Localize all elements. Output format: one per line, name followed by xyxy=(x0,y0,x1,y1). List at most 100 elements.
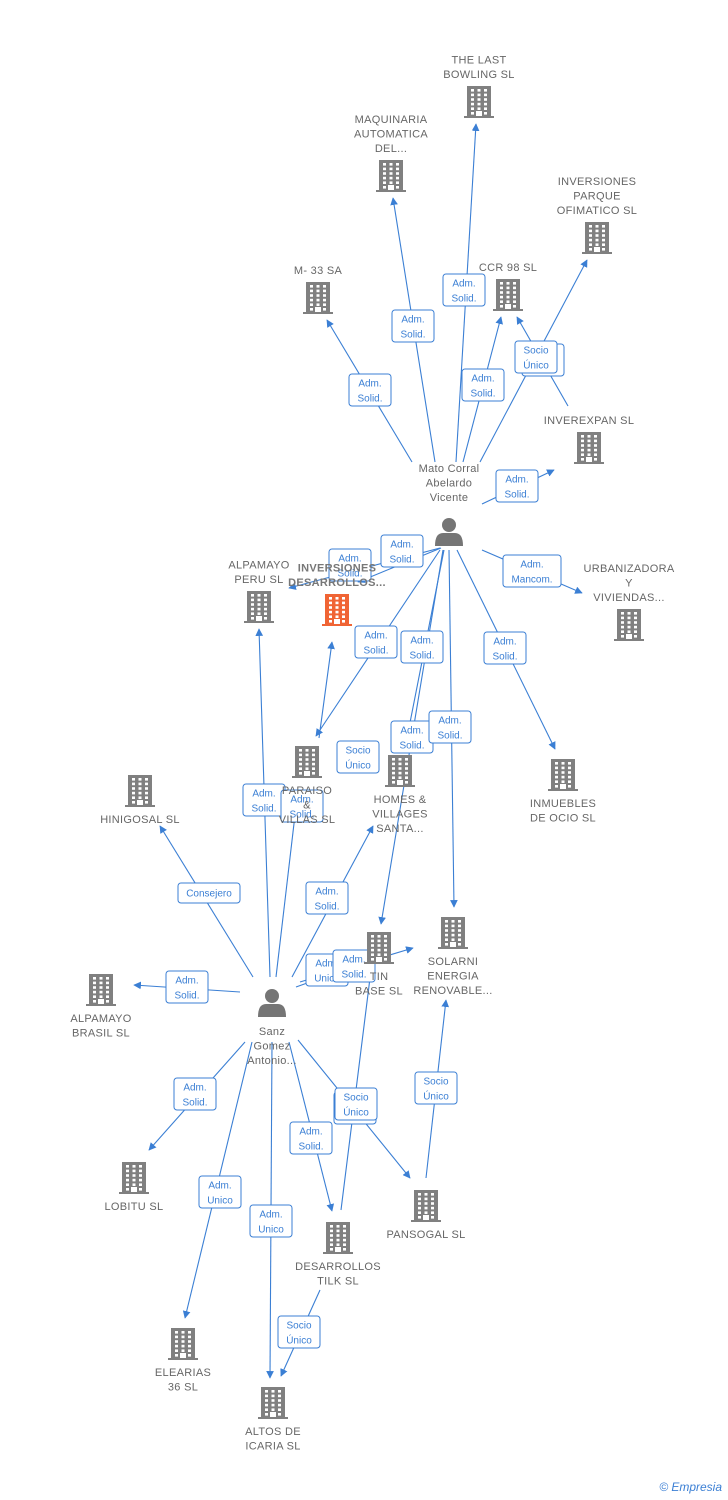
node-pansogal[interactable]: PANSOGAL SL xyxy=(386,1190,465,1241)
edge-label-mato-to-solarni[interactable]: Adm.Solid. xyxy=(428,710,472,744)
building-icon xyxy=(292,746,322,778)
node-homes[interactable]: HOMES &VILLAGESSANTA... xyxy=(372,755,428,835)
edge-label-mato-to-paraiso[interactable]: Adm.Solid. xyxy=(354,625,398,659)
node-inv_desarrollos[interactable]: INVERSIONESDESARROLLOS... xyxy=(288,563,386,627)
edge-label-sanz-to-desarrollos_tilk[interactable]: Adm.Solid. xyxy=(289,1121,333,1155)
edge-label-mato-to-tin_base[interactable]: Adm.Solid. xyxy=(390,720,434,754)
node-inverexpan[interactable]: INVEREXPAN SL xyxy=(544,415,635,464)
edge-label-sanz-to-altos_icaria[interactable]: Adm. Unico xyxy=(249,1204,293,1238)
edge-label-mato-to-last_bowling[interactable]: Adm.Solid. xyxy=(442,273,486,307)
node-label: SOLARNI xyxy=(428,956,478,968)
edge-label-text: Unico xyxy=(258,1225,284,1236)
node-label: OFIMATICO SL xyxy=(557,205,637,217)
edge-label-text: Adm. xyxy=(259,1210,282,1221)
node-label: BOWLING SL xyxy=(443,69,514,81)
edge-label-text: Socio xyxy=(343,1093,368,1104)
edge-label-mato-to-homes[interactable]: Adm.Solid. xyxy=(400,630,444,664)
edge-label-text: Solid. xyxy=(289,810,314,821)
node-urbanizadora[interactable]: URBANIZADORAYVIVIENDAS... xyxy=(584,563,675,641)
edge-label-mato-to-alpamayo_peru[interactable]: Adm.Solid. xyxy=(328,548,372,582)
building-icon xyxy=(303,282,333,314)
node-label: THE LAST xyxy=(452,55,507,67)
edge-label-text: Solid. xyxy=(251,804,276,815)
edge-label-box xyxy=(280,789,324,823)
edge-label-box xyxy=(348,373,392,407)
edge-label-mato-to-inverexpan[interactable]: Adm.Solid. xyxy=(495,469,539,503)
node-label: CCR 98 SL xyxy=(479,262,537,274)
edge-label-sanz-to-alpamayo_brasil[interactable]: Adm.Solid. xyxy=(165,970,209,1004)
edge-label-mato-to-maquinaria[interactable]: Adm.Solid. xyxy=(391,309,435,343)
edge-label-text: Solid. xyxy=(400,330,425,341)
edge-label-sanz-to-solarni[interactable]: Adm.Solid. xyxy=(332,949,376,983)
edge-label-box xyxy=(165,970,209,1004)
node-label: AUTOMATICA xyxy=(354,129,428,141)
edge-label-box xyxy=(305,881,349,915)
edge-label-box xyxy=(336,740,380,774)
edge-label-text: Solid. xyxy=(337,569,362,580)
edge-label-box xyxy=(400,630,444,664)
node-sanz[interactable]: SanzGomezAntonio... xyxy=(247,989,296,1067)
node-label: ALTOS DE xyxy=(245,1426,301,1438)
node-label: RENOVABLE... xyxy=(413,985,492,997)
building-icon xyxy=(244,591,274,623)
building-icon xyxy=(364,932,394,964)
node-hinigosal[interactable]: HINIGOSAL SL xyxy=(100,775,180,826)
node-m33[interactable]: M- 33 SA xyxy=(294,265,343,314)
node-label: TILK SL xyxy=(317,1276,359,1288)
node-lobitu[interactable]: LOBITU SL xyxy=(105,1162,164,1213)
edge-label-box xyxy=(173,1077,217,1111)
node-paraiso[interactable]: PARAISO&VILLAS SL xyxy=(279,746,336,826)
edge-label-sanz-to-paraiso[interactable]: Adm. Solid. xyxy=(280,789,324,823)
building-icon xyxy=(323,1222,353,1254)
edge-label-text: Adm. xyxy=(358,379,381,390)
edge-label-text: Solid. xyxy=(470,389,495,400)
edge-label-sanz-to-alpamayo_peru[interactable]: Adm.Solid. xyxy=(242,783,286,817)
edge-label-sanz-to-lobitu[interactable]: Adm.Solid. xyxy=(173,1077,217,1111)
edge-label-sanz-to-elearias[interactable]: Adm.Unico xyxy=(198,1175,242,1209)
edge-label-text: Adm. xyxy=(315,959,338,970)
node-label: Sanz xyxy=(259,1026,285,1038)
edge-label-text: Adm. xyxy=(290,795,313,806)
node-maquinaria[interactable]: MAQUINARIAAUTOMATICADEL... xyxy=(354,114,428,192)
node-last_bowling[interactable]: THE LAST BOWLING SL xyxy=(443,55,514,119)
building-icon xyxy=(119,1162,149,1194)
edge-label-mato-to-inmuebles[interactable]: Adm.Solid. xyxy=(483,631,527,665)
edge-label-mato-to-inv_desarrollos[interactable]: Adm.Solid. xyxy=(380,534,424,568)
node-label: 36 SL xyxy=(168,1382,198,1394)
node-ccr98[interactable]: CCR 98 SL xyxy=(479,262,537,311)
node-label: & xyxy=(303,800,311,812)
edge-label-sanz-to-homes[interactable]: Adm.Solid. xyxy=(305,881,349,915)
building-icon xyxy=(411,1190,441,1222)
edge-label-mato-to-m33[interactable]: Adm.Solid. xyxy=(348,373,392,407)
nodes-layer: THE LAST BOWLING SL MAQUINARIAAUTOMATICADE… xyxy=(70,55,675,1453)
footer-credit[interactable]: ©Empresia xyxy=(659,1480,722,1494)
edge-label-mato-to-urbanizadora[interactable]: Adm.Mancom. xyxy=(502,554,562,588)
edge-label-box xyxy=(277,1315,321,1349)
edge-label-text: Socio xyxy=(523,346,548,357)
edge-label-text: Adm. xyxy=(342,955,365,966)
edge-label-mato-to-ccr98[interactable]: Adm.Solid. xyxy=(461,368,505,402)
edge-label-box xyxy=(328,548,372,582)
node-solarni[interactable]: SOLARNIENERGIARENOVABLE... xyxy=(413,917,492,997)
node-label: VILLAGES xyxy=(372,809,428,821)
edge-label-box xyxy=(391,309,435,343)
node-label: URBANIZADORA xyxy=(584,563,675,575)
edge-label-text: Adm. xyxy=(505,475,528,486)
edge-label-text: Adm. xyxy=(175,976,198,987)
edge-label-sanz-to-hinigosal[interactable]: Consejero xyxy=(177,882,241,904)
